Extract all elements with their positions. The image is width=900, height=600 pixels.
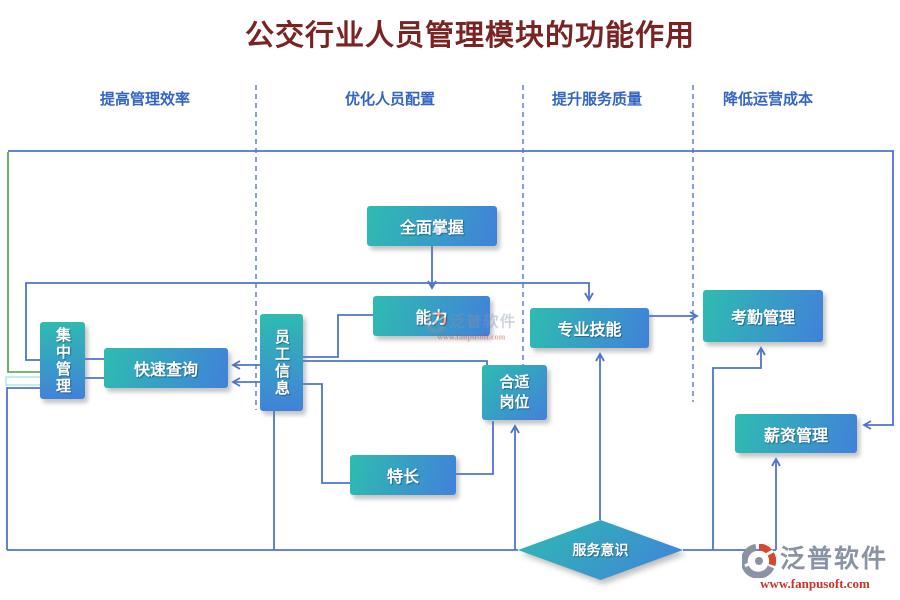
node-professional-skill-label: 专业技能 [557, 322, 622, 339]
node-suitable-post-label: 合适岗位 [499, 373, 530, 411]
node-full-grasp-label: 全面掌握 [399, 220, 464, 237]
connector-employee-to-suitablepost-top [303, 360, 488, 366]
connector-teal-accent [5, 376, 40, 386]
brand-url-text: www.fanpusoft.com [760, 576, 870, 591]
node-quick-query-label: 快速查询 [133, 362, 198, 379]
node-attendance-mgmt: 考勤管理 [703, 290, 823, 342]
brand-logo: 泛普软件 www.fanpusoft.com [741, 544, 888, 592]
node-centralized-mgmt-label: 集中管理 [54, 326, 71, 395]
node-specialty: 特长 [350, 455, 456, 495]
connector-centralized-to-skill [25, 282, 594, 361]
node-attendance-mgmt-label: 考勤管理 [730, 310, 795, 327]
fanpu-logo-icon [426, 312, 448, 334]
connector-service-to-attendance [712, 346, 766, 550]
node-quick-query: 快速查询 [104, 348, 228, 388]
node-centralized-mgmt: 集中管理 [40, 322, 85, 399]
watermark-brand-text: 泛普软件 [449, 312, 517, 330]
connector-top-bus-to-salary [8, 150, 894, 430]
node-employee-info: 员工信息 [260, 314, 303, 411]
column-header-efficiency: 提高管理效率 [99, 91, 191, 108]
node-ability: 能力 [373, 296, 490, 336]
node-employee-info-label: 员工信息 [273, 328, 290, 397]
node-suitable-post: 合适岗位 [482, 365, 547, 420]
brand-name-text: 泛普软件 [779, 545, 888, 573]
connector-green-accent [7, 152, 40, 373]
column-header-staffing: 优化人员配置 [344, 91, 436, 108]
node-service-awareness-label: 服务意识 [572, 542, 629, 558]
connector-employee-to-specialty [303, 383, 350, 484]
node-salary-mgmt: 薪资管理 [735, 414, 857, 453]
connector-specialty-to-suitablepost [456, 421, 494, 475]
node-professional-skill: 专业技能 [530, 308, 649, 348]
node-service-awareness: 服务意识 [518, 520, 683, 580]
connector-bus-to-centralized [6, 383, 49, 550]
column-header-service-quality: 提升服务质量 [551, 91, 643, 108]
node-full-grasp: 全面掌握 [367, 206, 497, 246]
node-salary-mgmt-label: 薪资管理 [763, 427, 828, 445]
fanpu-logo-icon [741, 544, 776, 578]
column-header-cost: 降低运营成本 [722, 91, 814, 108]
node-specialty-label: 特长 [386, 469, 419, 486]
node-ability-label: 能力 [415, 310, 448, 327]
connector-employee-to-ability [303, 314, 373, 358]
watermark-url-text: www.fanpusoft.com [437, 331, 506, 342]
page-title: 公交行业人员管理模块的功能作用 [244, 20, 696, 52]
phase-separators [255, 85, 694, 410]
watermark: 泛普软件 www.fanpusoft.com [426, 312, 517, 342]
